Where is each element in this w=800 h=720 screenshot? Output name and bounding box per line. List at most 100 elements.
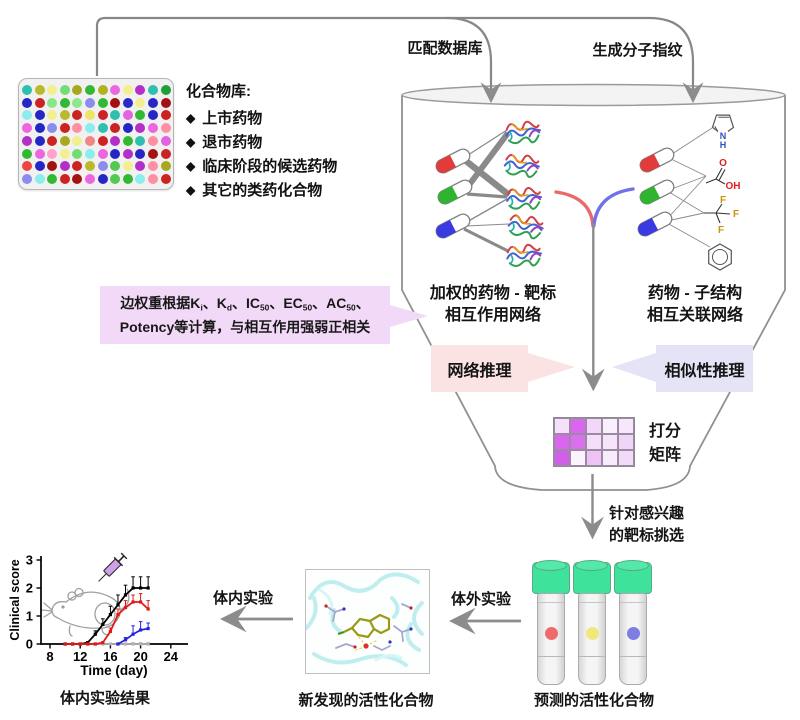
- well-dot: [47, 135, 58, 146]
- carboxylic-acid-icon: O OH: [705, 158, 741, 192]
- well-dot: [135, 110, 146, 121]
- tube-cap: [614, 560, 652, 594]
- well-dot: [22, 135, 32, 146]
- well-dot: [59, 123, 70, 134]
- pyrrole-icon: N H: [711, 114, 735, 150]
- svg-text:F: F: [733, 209, 739, 220]
- drug-pill-blue-icon: [435, 213, 471, 239]
- well-dot: [122, 110, 133, 121]
- well-dot: [47, 123, 58, 134]
- well-dot: [59, 161, 70, 172]
- svg-text:O: O: [719, 158, 727, 169]
- edge-weight-callout-line2: Potency等计算，与相互作用强弱正相关: [119, 319, 371, 336]
- well-dot: [160, 97, 171, 108]
- x-tick-label: 8: [46, 649, 53, 664]
- well-dot: [85, 135, 95, 146]
- edge-weight-callout: 边权重根据Ki、Kd、IC50、EC50、AC50、 Potency等计算，与相…: [100, 286, 428, 344]
- well-dot: [122, 85, 133, 95]
- well-dot: [72, 135, 83, 146]
- mouse-sketch: [41, 587, 130, 637]
- score-cell: [554, 434, 570, 450]
- well-dot: [122, 97, 133, 108]
- well-dot: [122, 148, 133, 159]
- score-cell: [602, 450, 618, 466]
- well-dot: [110, 148, 121, 159]
- diamond-bullet-icon: ◆: [186, 183, 196, 197]
- well-dot: [110, 161, 121, 172]
- well-dot: [22, 173, 32, 184]
- x-tick-label: 12: [73, 649, 87, 664]
- trifluoromethyl-icon: F F F: [704, 195, 739, 236]
- compound-library-title: 化合物库:: [186, 83, 251, 100]
- svg-text:F: F: [718, 225, 724, 236]
- list-item: ◆其它的类药化合物: [186, 179, 376, 203]
- protein-structure-icon: [502, 152, 541, 179]
- well-dot: [97, 173, 108, 184]
- well-dot: [160, 161, 171, 172]
- well-dot: [135, 135, 146, 146]
- well-dot: [59, 173, 70, 184]
- well-dot: [148, 161, 158, 172]
- x-axis-title: Time (day): [80, 663, 147, 678]
- protein-structure-icon: [505, 242, 544, 269]
- well-dot: [135, 97, 146, 108]
- well-dot: [160, 148, 171, 159]
- well-dot: [34, 148, 45, 159]
- well-dot: [85, 123, 95, 134]
- score-matrix-label: 打分 矩阵: [648, 423, 681, 464]
- well-plate: [18, 78, 174, 190]
- svg-text:H: H: [720, 140, 727, 150]
- well-dot: [22, 148, 32, 159]
- match-database-label: 匹配数据库: [407, 40, 483, 57]
- well-dot: [122, 161, 133, 172]
- x-tick-label: 24: [164, 649, 179, 664]
- library-to-funnel-connectors: [95, 16, 704, 104]
- well-dot: [110, 110, 121, 121]
- tube-cap: [532, 560, 570, 594]
- diamond-bullet-icon: ◆: [186, 135, 196, 149]
- well-dot: [72, 123, 83, 134]
- sample-tube: [613, 560, 653, 685]
- score-cell: [602, 418, 618, 434]
- protein-structure-icon: [504, 119, 543, 146]
- well-dot: [22, 97, 32, 108]
- predicted-compounds-label: 预测的活性化合物: [533, 692, 654, 709]
- score-cell: [554, 450, 570, 466]
- well-dot: [85, 97, 95, 108]
- well-dot: [97, 161, 108, 172]
- well-dot: [34, 135, 45, 146]
- well-dot: [34, 110, 45, 121]
- well-dot: [160, 123, 171, 134]
- well-dot: [160, 85, 171, 95]
- well-dot: [97, 97, 108, 108]
- drug-pill-blue-icon: [637, 211, 673, 237]
- well-dot: [148, 85, 158, 95]
- y-tick-label: 3: [26, 553, 33, 568]
- well-dot: [85, 173, 95, 184]
- well-dot: [97, 110, 108, 121]
- svg-text:OH: OH: [726, 181, 741, 192]
- well-dot: [110, 123, 121, 134]
- score-cell: [586, 450, 602, 466]
- well-dot: [85, 85, 95, 95]
- score-cell: [554, 418, 570, 434]
- well-dot: [85, 161, 95, 172]
- well-dot: [160, 173, 171, 184]
- score-cell: [586, 418, 602, 434]
- diamond-bullet-icon: ◆: [186, 159, 196, 173]
- diamond-bullet-icon: ◆: [186, 111, 196, 125]
- well-dot: [22, 110, 32, 121]
- drug-substructure-network-label: 药物 - 子结构 相互关联网络: [646, 285, 743, 324]
- x-tick-label: 16: [103, 649, 117, 664]
- discovered-compounds-label: 新发现的活性化合物: [298, 692, 434, 709]
- target-selection-note: 针对感兴趣 的靶标挑选: [609, 505, 685, 544]
- in-vivo-label: 体内实验: [212, 590, 273, 607]
- well-dot: [160, 110, 171, 121]
- inference-merge-arrows: [554, 187, 635, 392]
- well-dot: [59, 135, 70, 146]
- in-vitro-label: 体外实验: [450, 591, 511, 608]
- drug-pill-red-icon: [639, 147, 675, 173]
- well-dot: [72, 148, 83, 159]
- score-cell: [570, 450, 586, 466]
